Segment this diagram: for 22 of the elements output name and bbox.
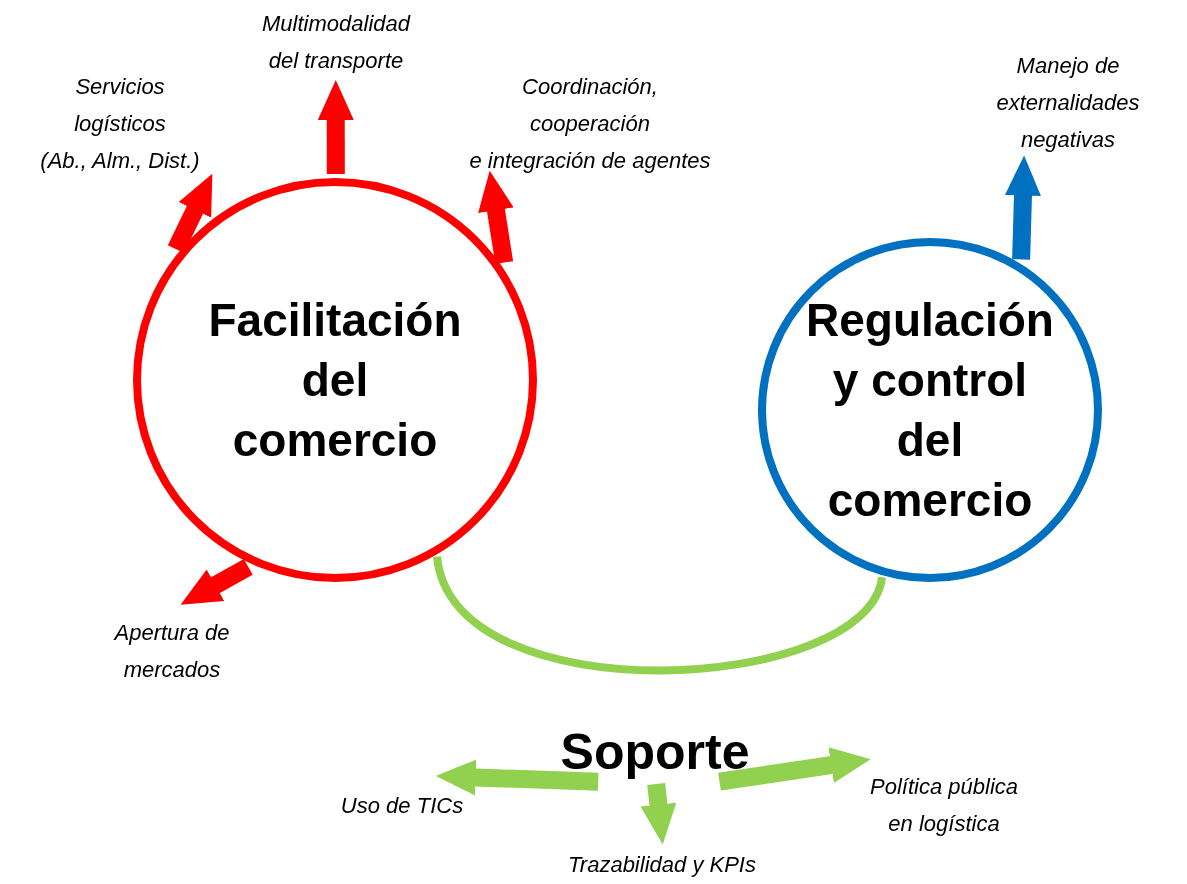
block-arrow: [718, 747, 871, 791]
circle-node: [133, 178, 537, 582]
node-label: Manejo de externalidades negativas: [996, 46, 1140, 158]
node-title: Soporte: [560, 724, 750, 780]
circle-node: [758, 238, 1102, 582]
node-title: Facilitación del comercio: [208, 293, 462, 468]
block-arrow: [180, 558, 253, 605]
node-label: Apertura de mercados: [114, 614, 230, 688]
block-arrow: [640, 783, 677, 845]
block-arrow: [1004, 155, 1041, 260]
block-arrow: [435, 759, 599, 796]
node-label: Política pública en logística: [870, 768, 1018, 842]
node-label: Servicios logísticos (Ab., Alm., Dist.): [40, 67, 200, 179]
node-label: Multimodalidad del transporte: [262, 5, 410, 79]
node-label: Trazabilidad y KPIs: [568, 845, 756, 883]
block-arrow: [317, 80, 354, 174]
node-label: Coordinación, cooperación e integración de agentes: [469, 67, 711, 179]
block-arrow: [478, 170, 514, 264]
block-arrow: [167, 173, 213, 253]
connector-arc: [433, 555, 886, 675]
node-title: Regulación y control del comercio: [806, 293, 1054, 528]
node-label: Uso de TICs: [340, 786, 464, 824]
